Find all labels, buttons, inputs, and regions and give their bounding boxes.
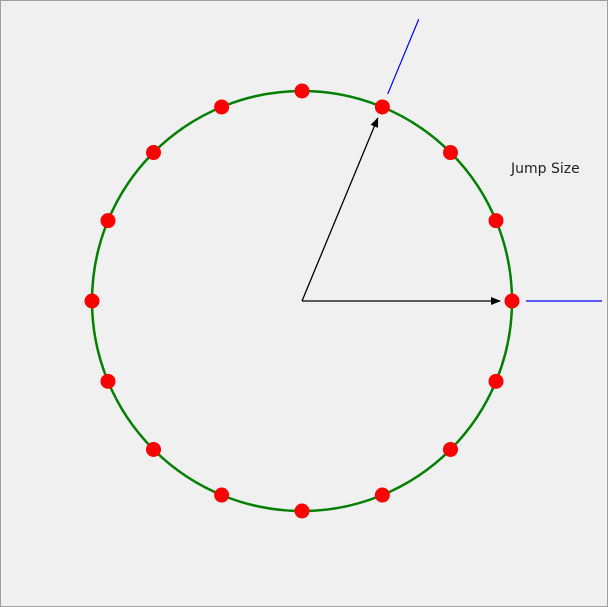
circle-point-0 [504, 293, 520, 309]
circle-point-8 [84, 293, 100, 309]
circle-point-7 [100, 213, 116, 229]
circle-point-12 [294, 503, 310, 519]
jump-size-label: Jump Size [510, 161, 580, 177]
circle-point-5 [214, 99, 230, 115]
jump-arrow [301, 117, 379, 302]
circle-point-13 [374, 487, 390, 503]
circle-point-1 [488, 213, 504, 229]
circle-point-3 [374, 99, 390, 115]
circle-point-6 [146, 145, 162, 161]
circle-point-10 [146, 441, 162, 457]
circle-point-2 [442, 145, 458, 161]
circle-point-11 [214, 487, 230, 503]
circle-point-15 [488, 373, 504, 389]
circle-point-14 [442, 441, 458, 457]
circle-point-9 [100, 373, 116, 389]
circle-point-4 [294, 83, 310, 99]
jump-boundary-line [387, 18, 420, 95]
